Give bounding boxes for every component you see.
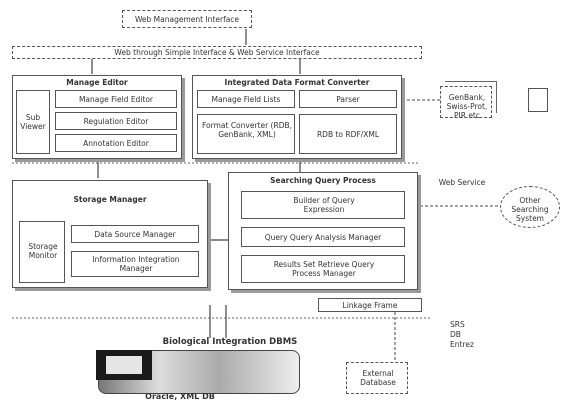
rdb-to-rdf-box: RDB to RDF/XML xyxy=(299,114,397,154)
converter-title: Integrated Data Format Converter xyxy=(193,78,401,87)
rdb-to-rdf-label: RDB to RDF/XML xyxy=(300,130,396,139)
query-builder-label: Builder of Query Expression xyxy=(272,196,376,214)
query-builder-box: Builder of Query Expression xyxy=(241,191,405,219)
format-converter-label: Format Converter (RDB, GenBank, XML) xyxy=(202,121,292,139)
web-service-label: Web Service xyxy=(432,178,492,187)
format-converter-box: Format Converter (RDB, GenBank, XML) xyxy=(197,114,295,154)
web-management-interface-box: Web Management Interface xyxy=(122,10,252,28)
query-analysis-manager-box: Query Query Analysis Manager xyxy=(241,227,405,247)
information-integration-manager-box: Information Integration Manager xyxy=(71,251,199,277)
manage-editor-title: Manage Editor xyxy=(13,78,181,87)
manage-field-lists-box: Manage Field Lists xyxy=(197,90,295,108)
manage-field-editor-box: Manage Field Editor xyxy=(55,90,177,108)
side-note-line-2: DB xyxy=(450,330,480,339)
parser-label: Parser xyxy=(300,95,396,104)
query-analysis-manager-label: Query Query Analysis Manager xyxy=(242,233,404,242)
regulation-editor-box: Regulation Editor xyxy=(55,112,177,130)
linkage-frame-box: Linkage Frame xyxy=(318,298,422,312)
storage-manager-panel: Storage Manager Storage Monitor Data Sou… xyxy=(12,180,208,288)
server-panel-image xyxy=(106,356,142,374)
information-integration-manager-label: Information Integration Manager xyxy=(76,255,196,273)
linkage-frame-label: Linkage Frame xyxy=(319,301,421,310)
data-source-manager-label: Data Source Manager xyxy=(72,230,198,239)
other-searching-system-label: Other Searching System xyxy=(505,196,555,223)
searching-query-panel: Searching Query Process Builder of Query… xyxy=(228,172,418,290)
data-source-manager-box: Data Source Manager xyxy=(71,225,199,243)
external-source-documents: GenBank, Swiss-Prot, PIR etc xyxy=(440,86,492,118)
storage-manager-title: Storage Manager xyxy=(13,195,207,204)
sub-viewer-label: Sub Viewer xyxy=(17,113,49,131)
parser-box: Parser xyxy=(299,90,397,108)
external-database-box: External Database xyxy=(346,362,408,394)
converter-panel: Integrated Data Format Converter Manage … xyxy=(192,75,402,159)
web-management-interface-label: Web Management Interface xyxy=(123,15,251,24)
dbms-title: Biological Integration DBMS xyxy=(100,338,360,347)
other-searching-system-node: Other Searching System xyxy=(500,186,560,228)
manage-field-editor-label: Manage Field Editor xyxy=(56,95,176,104)
side-note-line-3: Entrez xyxy=(450,340,490,349)
dbms-sub: Oracle, XML DB xyxy=(120,392,240,401)
annotation-editor-box: Annotation Editor xyxy=(55,134,177,152)
searching-query-title: Searching Query Process xyxy=(229,176,417,185)
regulation-editor-label: Regulation Editor xyxy=(56,117,176,126)
interface-bar: Web through Simple Interface & Web Servi… xyxy=(12,46,422,59)
storage-monitor-label: Storage Monitor xyxy=(22,242,64,260)
interface-bar-label: Web through Simple Interface & Web Servi… xyxy=(13,48,421,57)
document-stack-icon xyxy=(528,88,548,112)
external-source-documents-label: GenBank, Swiss-Prot, PIR etc xyxy=(443,93,491,120)
query-process-manager-label: Results Set Retrieve Query Process Manag… xyxy=(262,260,386,278)
sub-viewer-box: Sub Viewer xyxy=(16,90,50,154)
side-note-line-1: SRS xyxy=(450,320,480,329)
manage-editor-panel: Manage Editor Sub Viewer Manage Field Ed… xyxy=(12,75,182,159)
query-process-manager-box: Results Set Retrieve Query Process Manag… xyxy=(241,255,405,283)
manage-field-lists-label: Manage Field Lists xyxy=(198,95,294,104)
storage-monitor-box: Storage Monitor xyxy=(19,221,65,283)
external-database-label: External Database xyxy=(351,369,405,387)
annotation-editor-label: Annotation Editor xyxy=(56,139,176,148)
